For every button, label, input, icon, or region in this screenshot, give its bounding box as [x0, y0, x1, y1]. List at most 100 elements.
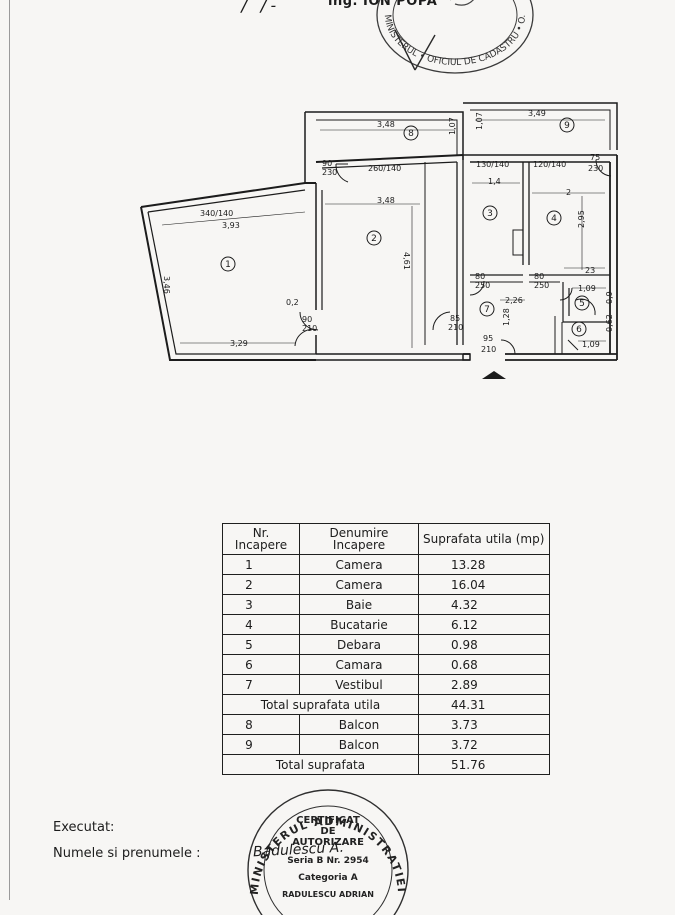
cell-name: Debara — [299, 634, 419, 655]
dim-label: 1,07 — [475, 112, 484, 130]
cell-area: 3.72 — [418, 734, 550, 755]
dim-label: 75 — [590, 153, 600, 162]
cell-name: Balcon — [299, 714, 419, 735]
dim-label: 95 — [483, 334, 493, 343]
page-edge-line — [9, 0, 10, 900]
col-header-area: Suprafata utila (mp) — [418, 523, 550, 555]
cell-nr: 6 — [222, 654, 300, 675]
area-table: Nr. Incapere Denumire Incapere Suprafata… — [222, 523, 550, 775]
table-row: 5 Debara 0.98 — [222, 634, 550, 655]
cell-name: Camera — [299, 574, 419, 595]
dim-label: 3,48 — [377, 196, 395, 205]
dim-label: 3,46 — [162, 276, 171, 294]
table-header-row: Nr. Incapere Denumire Incapere Suprafata… — [222, 523, 550, 555]
dim-label: 1,28 — [502, 308, 511, 326]
total-useful-row: Total suprafata utila 44.31 — [222, 694, 550, 715]
room-number-6: 6 — [576, 325, 582, 335]
room-number-8: 8 — [408, 129, 414, 139]
total-row: Total suprafata 51.76 — [222, 754, 550, 775]
table-row: 2 Camera 16.04 — [222, 574, 550, 595]
room-number-1: 1 — [225, 260, 231, 270]
cell-nr: 7 — [222, 674, 300, 695]
dim-label: 210 — [481, 345, 496, 354]
dim-label: 1,09 — [582, 340, 600, 349]
stamp-line: RADULESCU ADRIAN — [282, 890, 374, 899]
dim-label: 0,2 — [286, 298, 299, 307]
dim-label: 3,29 — [230, 339, 248, 348]
dim-label: 3,93 — [222, 221, 240, 230]
dim-label: 3,49 — [528, 109, 546, 118]
table-row: 6 Camara 0.68 — [222, 654, 550, 675]
executed-label: Executat: — [53, 820, 115, 835]
cell-nr: 2 — [222, 574, 300, 595]
dim-label: 1,09 — [578, 284, 596, 293]
dim-label: 260/140 — [368, 164, 401, 173]
cell-name: Baie — [299, 594, 419, 615]
dim-label: 90 — [322, 159, 332, 168]
dim-label: 85 — [450, 314, 460, 323]
stamp-line: CERTIFICAT — [296, 815, 360, 826]
cell-area: 3.73 — [418, 714, 550, 735]
room-number-5: 5 — [579, 299, 585, 309]
dim-label: 210 — [448, 323, 463, 332]
dim-label: 1,07 — [448, 117, 457, 135]
cell-area: 0.68 — [418, 654, 550, 675]
dim-label: 130/140 — [476, 160, 509, 169]
table-row: 3 Baie 4.32 — [222, 594, 550, 615]
author-name: ing. ION POPA — [328, 0, 438, 9]
cadastre-stamp: MINISTERUL • OFICIUL DE CADASTRU • O.N.C… — [355, 0, 534, 74]
dim-label: 2,95 — [577, 210, 586, 228]
cell-name: Balcon — [299, 734, 419, 755]
cell-nr: 5 — [222, 634, 300, 655]
cell-name: Bucatarie — [299, 614, 419, 635]
cell-nr: 3 — [222, 594, 300, 615]
cell-nr: 1 — [222, 554, 300, 575]
table-row: 4 Bucatarie 6.12 — [222, 614, 550, 635]
dim-label: 2,26 — [505, 296, 523, 305]
floor-plan: 1 2 3 4 5 6 7 8 9 340/140 3,93 3,46 3,29… — [140, 102, 618, 379]
author-scribble: / /- — [240, 0, 279, 15]
cell-area: 13.28 — [418, 554, 550, 575]
dim-label: 340/140 — [200, 209, 233, 218]
dim-label: 250 — [534, 281, 549, 290]
cell-nr: 4 — [222, 614, 300, 635]
dim-label: 80 — [534, 272, 544, 281]
total-label: Total suprafata — [222, 754, 419, 775]
cell-name: Camara — [299, 654, 419, 675]
name-label: Numele si prenumele : — [53, 846, 201, 861]
dim-label: 23 — [585, 266, 595, 275]
room-number-7: 7 — [484, 305, 490, 315]
cell-area: 16.04 — [418, 574, 550, 595]
room-number-3: 3 — [487, 209, 493, 219]
stamp-line: AUTORIZARE — [292, 837, 364, 848]
col-header-nr: Nr. Incapere — [222, 523, 300, 555]
cell-nr: 9 — [222, 734, 300, 755]
table-row: 8 Balcon 3.73 — [222, 714, 550, 735]
col-header-name: Denumire Incapere — [299, 523, 419, 555]
cell-name: Camera — [299, 554, 419, 575]
table-row: 7 Vestibul 2.89 — [222, 674, 550, 695]
stamp-line: Seria B Nr. 2954 — [287, 856, 369, 866]
cell-nr: 8 — [222, 714, 300, 735]
dim-label: 0,62 — [605, 314, 614, 332]
room-number-9: 9 — [564, 121, 570, 131]
stamp-line: DE — [320, 826, 335, 837]
table-row: 9 Balcon 3.72 — [222, 734, 550, 755]
dim-label: 80 — [475, 272, 485, 281]
cell-area: 2.89 — [418, 674, 550, 695]
dim-label: 230 — [322, 168, 337, 177]
dim-label: 250 — [475, 281, 490, 290]
dim-label: 230 — [588, 164, 603, 173]
dim-label: 4,61 — [402, 252, 411, 270]
total-useful-area: 44.31 — [418, 694, 550, 715]
stamp-line: Categoria A — [298, 873, 357, 883]
cell-area: 4.32 — [418, 594, 550, 615]
cell-name: Vestibul — [299, 674, 419, 695]
table-row: 1 Camera 13.28 — [222, 554, 550, 575]
dim-label: 1,4 — [488, 177, 501, 186]
dim-label: 210 — [302, 324, 317, 333]
dim-label: 0,9 — [605, 291, 614, 304]
dim-label: 90 — [302, 315, 312, 324]
certification-stamp: MINISTERUL ADMINISTRATIEI PUBLICE CERTIF… — [240, 785, 409, 915]
cell-area: 0.98 — [418, 634, 550, 655]
